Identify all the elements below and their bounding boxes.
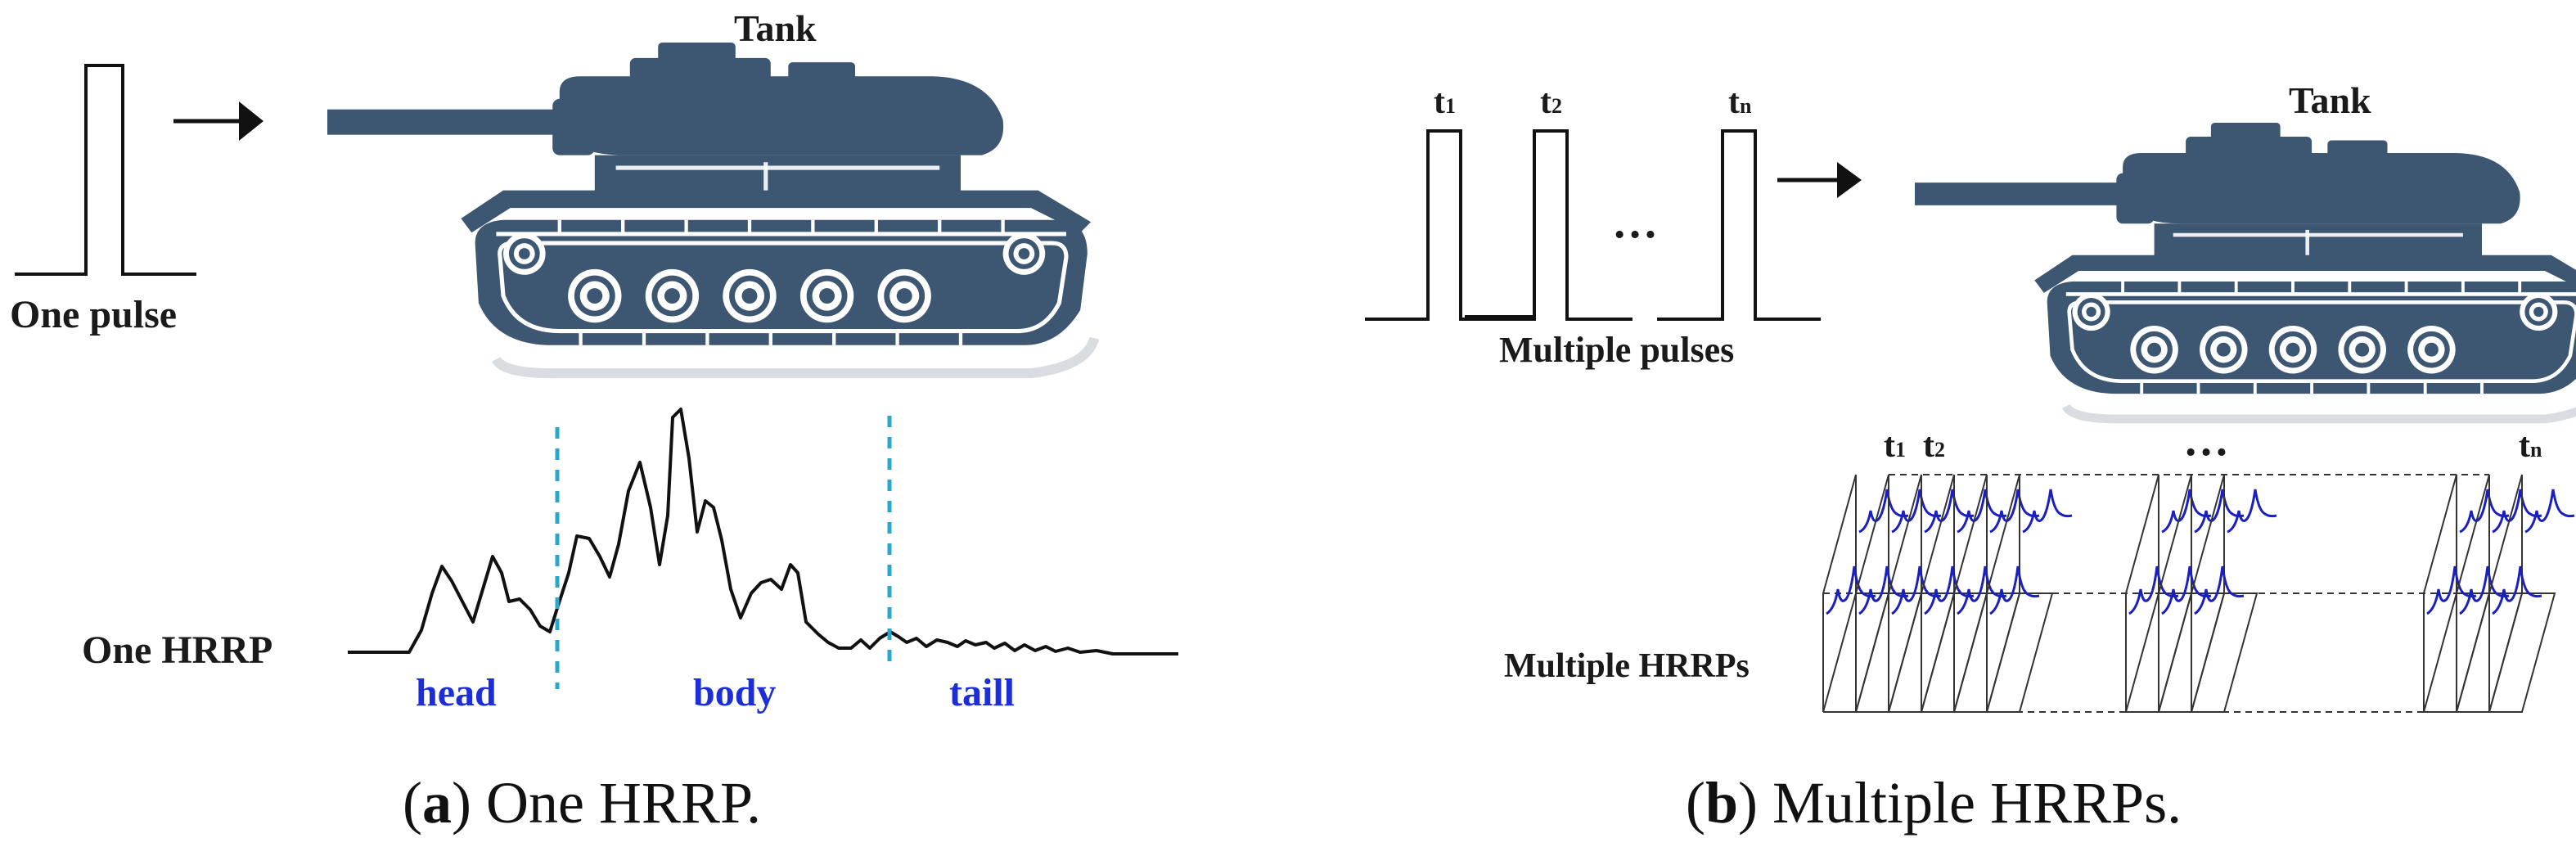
hrrp-trace	[1924, 565, 1975, 615]
hrrp-trace	[2227, 489, 2277, 534]
hrrp-trace	[2459, 565, 2510, 615]
segment-body-label: body	[693, 671, 776, 714]
segment-tail-label: taill	[949, 671, 1015, 714]
hrrp-trace	[2194, 565, 2245, 615]
hrrp-trace	[1957, 489, 2007, 534]
caption-b-text: ) Multiple HRRPs.	[1738, 770, 2182, 836]
tank-label-a: Tank	[734, 7, 817, 49]
single-pulse	[15, 64, 196, 276]
panel-a: One pulse Tank One HRRP head body taill …	[10, 7, 1178, 836]
pulse-time-1: t1	[1434, 83, 1456, 121]
hrrp-trace	[1858, 565, 1909, 615]
pulses-to-tank-arrow	[1777, 162, 1862, 198]
pulse-to-tank-arrow	[173, 101, 263, 141]
hrrp-trace	[1891, 565, 1942, 615]
pulse-ellipsis: …	[1612, 197, 1658, 248]
hrrp-trace	[2492, 489, 2542, 534]
one-hrrp-label: One HRRP	[82, 628, 272, 672]
tank-icon-a	[327, 43, 1100, 736]
hrrp-trace	[1891, 489, 1942, 534]
hrrp-frame	[1986, 474, 2054, 713]
hrrp-frame	[2488, 474, 2556, 713]
hrrp-frame-stack	[1822, 474, 2575, 713]
tank-label-b: Tank	[2289, 79, 2371, 121]
hrrp-trace	[2426, 565, 2477, 615]
caption-a: (a) One HRRP.	[403, 770, 761, 836]
hrrp-trace	[2161, 565, 2212, 615]
caption-a-text: ) One HRRP.	[452, 770, 761, 836]
hrrp-time-n: tn	[2519, 427, 2542, 465]
one-pulse-label: One pulse	[10, 293, 177, 336]
caption-a-letter: a	[422, 770, 452, 836]
hrrp-trace	[2194, 489, 2245, 534]
hrrp-trace	[2161, 489, 2212, 534]
tank-icon-b	[1915, 123, 2576, 743]
caption-b-letter: b	[1705, 770, 1738, 836]
hrrp-curve	[348, 408, 1178, 656]
hrrp-time-2: t2	[1923, 427, 1945, 465]
pulse-time-n: tn	[1728, 83, 1752, 121]
hrrp-trace	[2492, 565, 2542, 615]
pulse-time-2: t2	[1540, 83, 1562, 121]
hrrp-time-1: t1	[1884, 427, 1906, 465]
hrrp-trace	[1826, 565, 1876, 615]
hrrp-frame	[2191, 474, 2259, 713]
caption-b: (b) Multiple HRRPs.	[1686, 770, 2182, 836]
multiple-hrrps-label: Multiple HRRPs	[1504, 647, 1750, 685]
pulse-train	[1365, 129, 1821, 321]
hrrp-trace	[1989, 565, 2040, 615]
hrrp-trace	[1989, 489, 2040, 534]
hrrp-trace	[2128, 565, 2179, 615]
hrrp-trace	[2022, 489, 2073, 534]
hrrp-trace	[1924, 489, 1975, 534]
panel-b: t1 t2 tn … Multiple pulses Tank t1 t2 … …	[1365, 79, 2576, 836]
hrrp-trace	[1858, 489, 1909, 534]
hrrp-trace	[2459, 489, 2510, 534]
hrrp-trace	[2524, 489, 2575, 534]
hrrp-ellipsis: …	[2183, 415, 2229, 466]
segment-head-label: head	[416, 671, 497, 714]
hrrp-trace	[1957, 565, 2007, 615]
multiple-pulses-label: Multiple pulses	[1499, 330, 1734, 370]
